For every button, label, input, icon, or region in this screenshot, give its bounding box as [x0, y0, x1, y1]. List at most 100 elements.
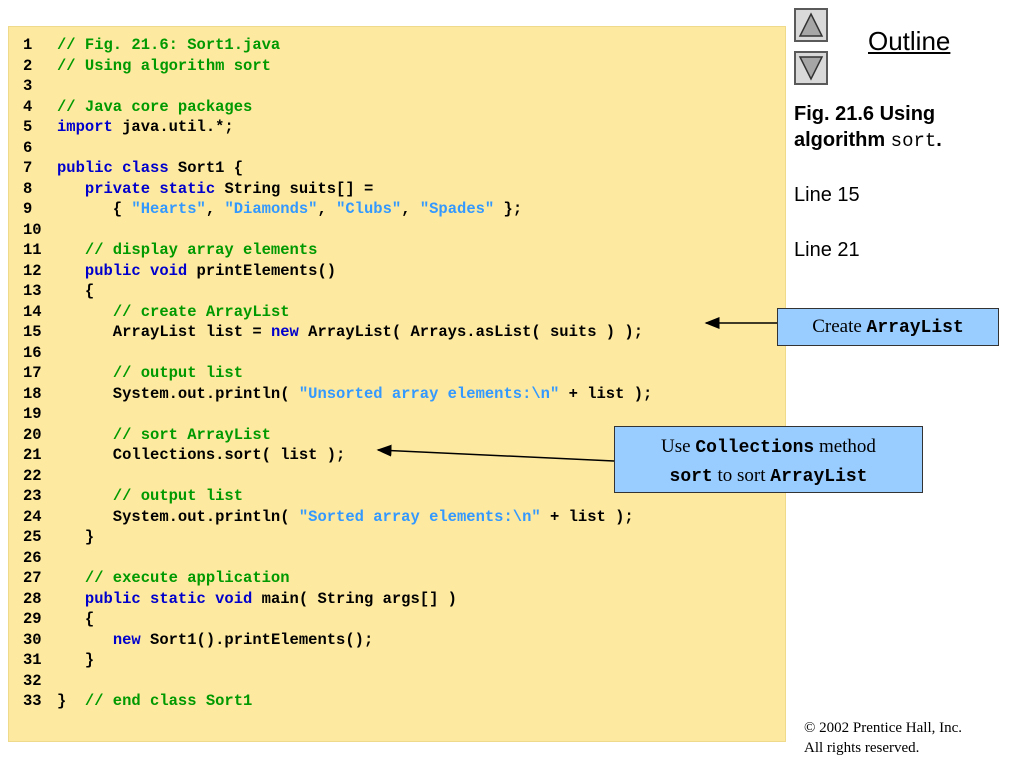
code-token: public class	[57, 159, 169, 177]
code-token: {	[57, 282, 95, 300]
next-slide-button[interactable]	[794, 51, 828, 85]
line-number: 18	[23, 384, 42, 403]
line-number: 7	[23, 159, 33, 177]
code-token: };	[494, 200, 523, 218]
line-number: 33	[23, 692, 42, 710]
code-line: 7 public class Sort1 {	[23, 158, 652, 179]
line-number: 11	[23, 241, 42, 259]
triangle-up-icon	[798, 12, 824, 37]
previous-slide-button[interactable]	[794, 8, 828, 42]
code-token	[57, 569, 85, 587]
outline-link[interactable]: Outline	[868, 26, 951, 56]
code-token: }	[57, 651, 95, 669]
code-line: 13 {	[23, 281, 652, 302]
callout-sort-text-2: method	[814, 436, 876, 457]
copyright-line-1: © 2002 Prentice Hall, Inc.	[804, 720, 963, 736]
code-token: System.out.println(	[57, 384, 299, 403]
line-number: 4	[23, 97, 33, 116]
code-token: "Hearts"	[131, 200, 206, 218]
code-line: 23 // output list	[23, 486, 652, 507]
code-line: 28 public static void main( String args[…	[23, 589, 652, 610]
code-line: 32	[23, 671, 652, 692]
line-number: 17	[23, 364, 42, 382]
code-line: 25 }	[23, 527, 652, 548]
code-line: 8 private static String suits[] =	[23, 179, 652, 200]
code-token: "Clubs"	[336, 200, 402, 218]
code-line: 21 Collections.sort( list );	[23, 445, 652, 466]
callout-sort-code-1: Collections	[695, 438, 815, 458]
code-token: "Spades"	[419, 200, 495, 218]
line-number: 5	[23, 118, 33, 136]
line-number: 20	[23, 425, 42, 444]
code-token: + list );	[559, 384, 653, 403]
line-number: 22	[23, 466, 42, 485]
code-line: 1// Fig. 21.6: Sort1.java	[23, 35, 652, 56]
code-token: System.out.println(	[57, 507, 299, 526]
figure-caption-suffix: .	[936, 129, 942, 151]
callout-sort-text-3: to sort	[712, 465, 771, 486]
code-token	[57, 241, 85, 259]
code-token: String suits[] =	[215, 179, 374, 198]
code-token	[57, 590, 85, 608]
code-line: 6	[23, 138, 652, 159]
callout-create-text: Create	[812, 316, 867, 337]
code-token	[57, 303, 113, 321]
line-number: 9	[23, 200, 33, 218]
line-number: 10	[23, 220, 42, 239]
code-line: 3	[23, 76, 652, 97]
code-line: 15 ArrayList list = new ArrayList( Array…	[23, 322, 652, 343]
code-token: import	[57, 118, 113, 136]
code-token: + list );	[540, 507, 634, 526]
code-token: private static	[84, 179, 216, 198]
code-token	[57, 631, 113, 649]
code-token: new	[112, 630, 141, 649]
code-token	[57, 364, 113, 382]
code-token: // Using algorithm sort	[57, 56, 271, 75]
callout-sort-code-3: ArrayList	[770, 467, 868, 487]
code-token: "Sorted array elements:\n"	[298, 507, 541, 526]
code-line: 5 import java.util.*;	[23, 117, 652, 138]
code-token: ,	[317, 200, 337, 218]
code-token: public void	[84, 261, 188, 280]
code-token: "Diamonds"	[224, 200, 318, 218]
line-number: 32	[23, 671, 42, 690]
code-line: 12 public void printElements()	[23, 261, 652, 282]
code-line: 4// Java core packages	[23, 97, 652, 118]
code-token	[57, 262, 85, 280]
callout-create-arraylist: Create ArrayList	[777, 308, 999, 346]
code-token: // execute application	[84, 569, 290, 587]
line-number: 27	[23, 569, 42, 587]
line-number: 13	[23, 282, 42, 300]
line-number: 3	[23, 77, 33, 95]
code-token	[57, 487, 113, 505]
line-number: 30	[23, 630, 42, 649]
code-line: 14 // create ArrayList	[23, 302, 652, 323]
callout-create-code: ArrayList	[866, 318, 964, 338]
code-token: }	[57, 528, 95, 546]
line-number: 29	[23, 610, 42, 628]
code-token: java.util.*;	[112, 118, 234, 136]
code-token: ArrayList list =	[57, 323, 271, 341]
code-line: 16	[23, 343, 652, 364]
line-number: 26	[23, 548, 42, 567]
line-number: 19	[23, 405, 42, 423]
code-token: Sort1 {	[168, 159, 244, 177]
code-line: 2 // Using algorithm sort	[23, 56, 652, 77]
triangle-down-icon	[798, 56, 824, 81]
code-line: 30 new Sort1().printElements();	[23, 630, 652, 651]
line-number: 2	[23, 56, 33, 75]
code-token: {	[57, 200, 132, 218]
code-line: 19	[23, 404, 652, 425]
code-line: 10	[23, 220, 652, 241]
code-token: // sort ArrayList	[112, 425, 271, 444]
code-token: ,	[401, 200, 420, 218]
code-token: // end class Sort1	[84, 692, 253, 710]
line-number: 8	[23, 179, 33, 198]
line-reference-15: Line 15	[794, 184, 860, 206]
code-line: 24 System.out.println( "Sorted array ele…	[23, 507, 652, 528]
code-line: 29 {	[23, 609, 652, 630]
code-token: ArrayList( Arrays.asList( suits ) );	[298, 323, 643, 341]
